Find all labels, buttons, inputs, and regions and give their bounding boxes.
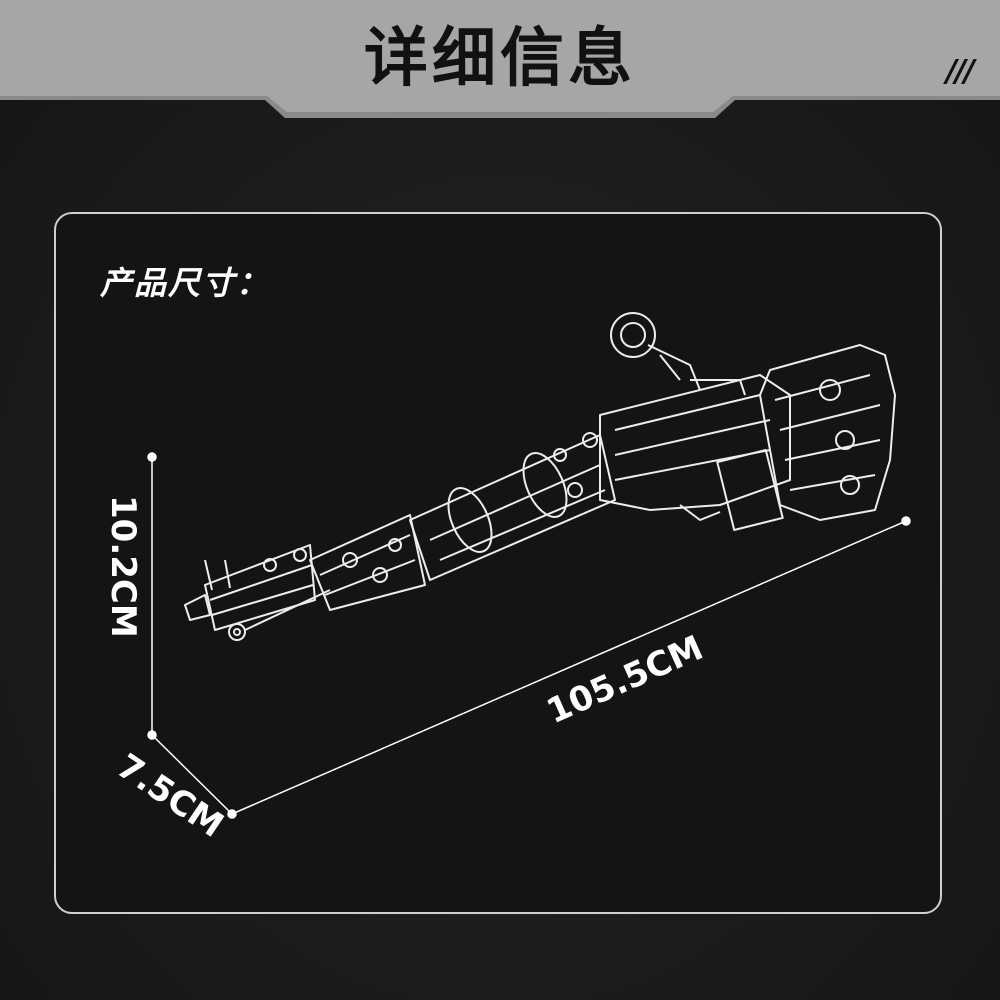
header-banner bbox=[0, 0, 1000, 118]
height-dimension-label: 10.2CM bbox=[103, 495, 143, 638]
page-title: 详细信息 bbox=[364, 22, 636, 96]
header-slash-decoration: /// bbox=[946, 54, 975, 89]
product-size-panel bbox=[54, 212, 942, 914]
product-size-label: 产品尺寸： bbox=[100, 264, 271, 302]
